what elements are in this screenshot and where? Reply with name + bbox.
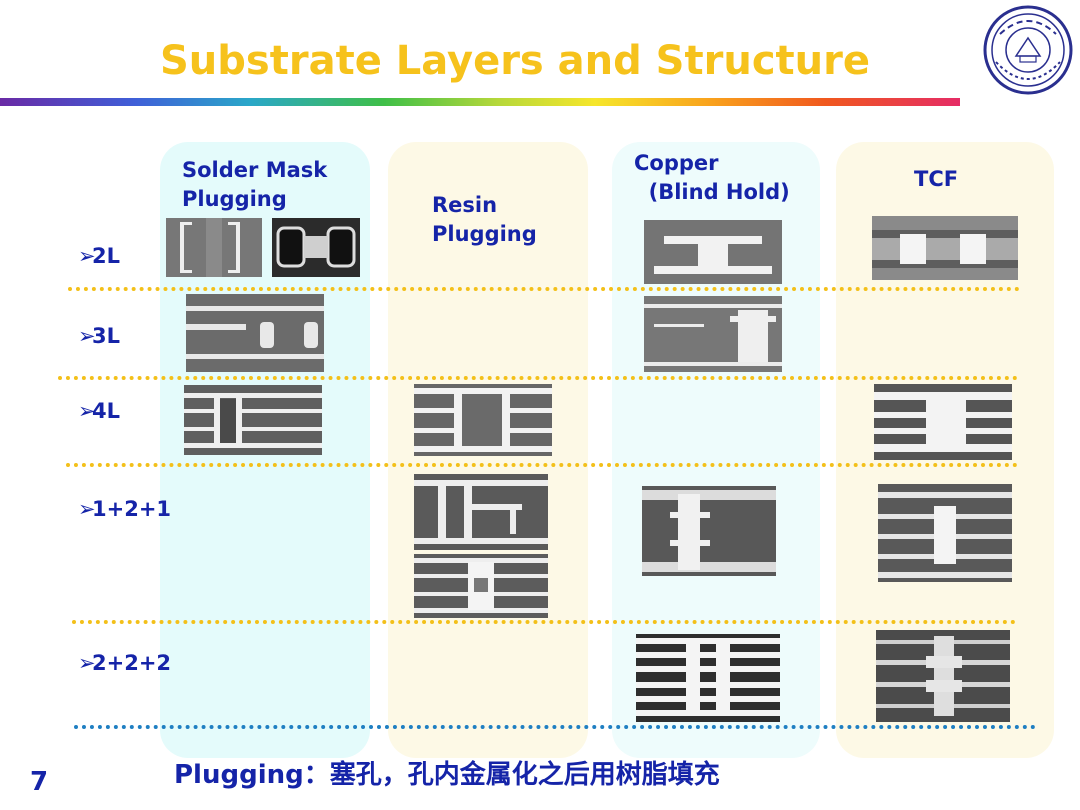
arrow-bullet-icon: ➢: [78, 244, 96, 268]
micrograph-1-2-1-tcf: [878, 484, 1012, 582]
micrograph-2-2-2-copper: [636, 634, 780, 722]
row-label-3l: ➢3L: [78, 324, 120, 348]
micrograph-4l-resin: [414, 384, 552, 456]
row-label-1-2-1: ➢1+2+1: [78, 497, 172, 521]
micrograph-4l-solder-mask: [184, 385, 322, 455]
arrow-bullet-icon: ➢: [78, 399, 96, 423]
header-resin: Resin Plugging: [432, 193, 537, 246]
slide-title: Substrate Layers and Structure: [160, 38, 870, 84]
micrograph-3l-copper: [644, 296, 782, 372]
arrow-bullet-icon: ➢: [78, 651, 96, 675]
micrograph-1-2-1-resin-b: [414, 554, 548, 618]
arrow-bullet-icon: ➢: [78, 497, 96, 521]
micrograph-2-2-2-tcf: [876, 630, 1010, 722]
header-copper: Copper (Blind Hold): [634, 151, 790, 204]
row-divider: [66, 463, 1018, 467]
row-label-2l: ➢2L: [78, 244, 120, 268]
arrow-bullet-icon: ➢: [78, 324, 96, 348]
page-number: 7: [30, 767, 49, 797]
micrograph-2l-solder-mask-a: [166, 218, 262, 277]
row-divider: [68, 287, 1020, 291]
micrograph-3l-solder-mask: [186, 294, 324, 372]
row-divider: [58, 376, 1018, 380]
micrograph-2l-copper: [644, 220, 782, 284]
header-tcf: TCF: [914, 167, 959, 191]
micrograph-1-2-1-resin-a: [414, 474, 548, 550]
micrograph-2l-tcf: [872, 216, 1018, 280]
rainbow-divider: [0, 98, 960, 106]
row-divider: [72, 620, 1016, 624]
university-seal-icon: [983, 5, 1073, 95]
row-divider-bottom: [74, 725, 1036, 729]
footer-note: Plugging：塞孔，孔内金属化之后用树脂填充: [174, 760, 720, 790]
row-label-4l: ➢4L: [78, 399, 120, 423]
header-solder-mask: Solder Mask Plugging: [182, 158, 328, 211]
micrograph-2l-solder-mask-b: [272, 218, 360, 277]
micrograph-4l-tcf: [874, 384, 1012, 460]
row-label-2-2-2: ➢2+2+2: [78, 651, 172, 675]
micrograph-1-2-1-copper: [642, 486, 776, 576]
